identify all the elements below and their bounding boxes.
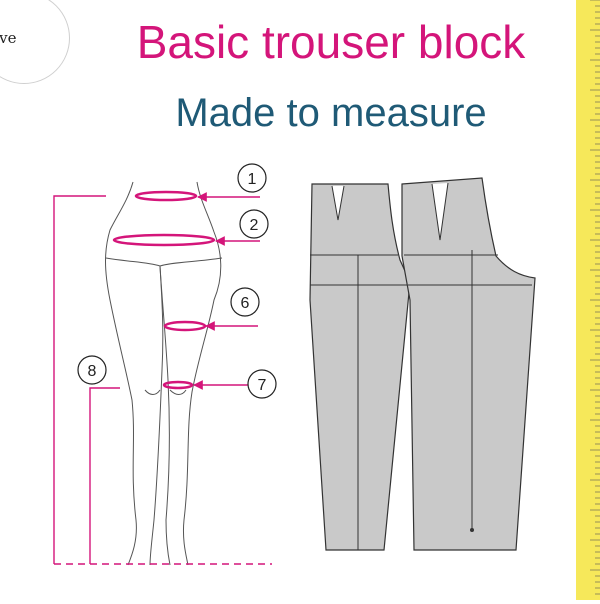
marker-waist: 1 (237, 163, 267, 193)
svg-text:2: 2 (250, 217, 259, 234)
svg-text:6: 6 (241, 295, 250, 312)
svg-text:1: 1 (248, 171, 257, 188)
thigh-measure (163, 320, 207, 332)
measuring-tape-ruler (576, 0, 600, 600)
measurement-lines (112, 190, 216, 390)
knee-measure (162, 380, 194, 390)
ruler-ticks (590, 0, 600, 595)
marker-knee: 7 (247, 369, 277, 399)
back-pattern-piece (401, 177, 536, 551)
svg-text:8: 8 (88, 363, 97, 380)
brand-logo: Nove (0, 0, 70, 84)
waist-measure (134, 190, 198, 202)
marker-inseam: 8 (77, 355, 107, 385)
page-title: Basic trouser block (136, 16, 526, 68)
length-guides (53, 195, 272, 565)
page-subtitle: Made to measure (175, 91, 487, 135)
marker-hip: 2 (239, 209, 269, 239)
brand-logo-text: Nove (0, 29, 17, 47)
measurement-arrows (193, 192, 260, 390)
trouser-diagram: 1 2 6 7 8 (53, 163, 536, 566)
hip-measure (112, 233, 216, 247)
leg-figure (105, 181, 223, 566)
marker-thigh: 6 (230, 287, 260, 317)
svg-text:7: 7 (258, 377, 267, 394)
front-pattern-piece (309, 183, 411, 551)
